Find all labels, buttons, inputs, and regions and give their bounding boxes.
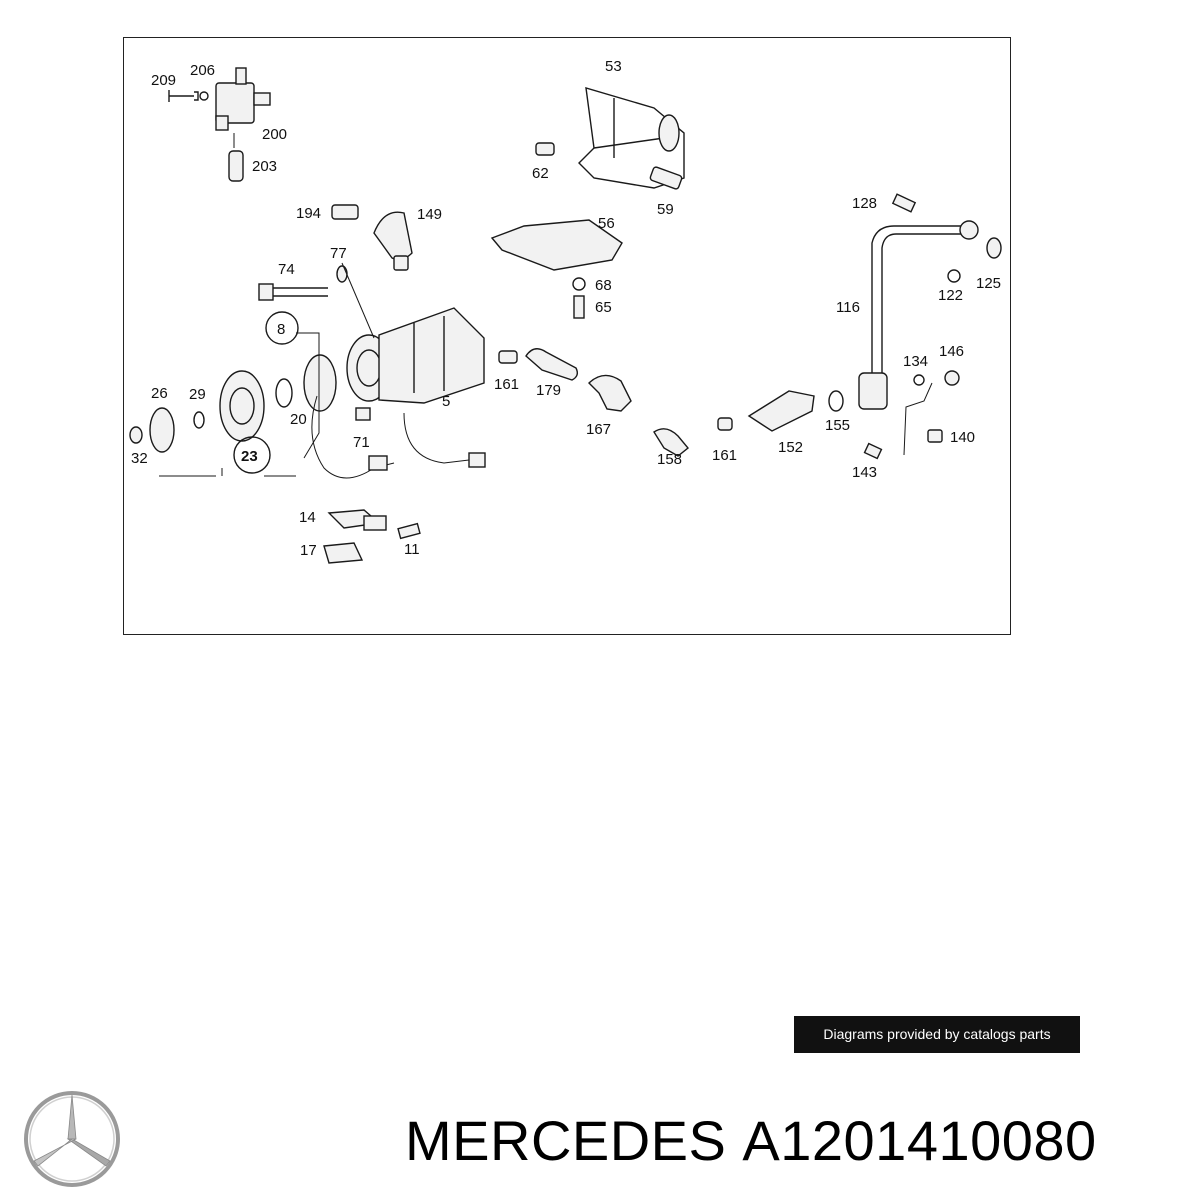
pipe-drawing: [858, 193, 1002, 410]
part-number: A1201410080: [742, 1109, 1097, 1172]
callout-158: 158: [657, 451, 682, 468]
diagram-credit-banner: Diagrams provided by catalogs parts: [794, 1016, 1080, 1053]
callout-179: 179: [536, 382, 561, 399]
plate-drawing: [490, 219, 623, 319]
callout-5: 5: [442, 393, 450, 410]
callout-206: 206: [190, 62, 215, 79]
callout-74: 74: [278, 261, 295, 278]
callout-29: 29: [189, 386, 206, 403]
callout-152: 152: [778, 439, 803, 456]
wiring-drawing: [311, 395, 486, 564]
callout-68: 68: [595, 277, 612, 294]
callout-59: 59: [657, 201, 674, 218]
callout-167: 167: [586, 421, 611, 438]
callout-125: 125: [976, 275, 1001, 292]
callout-56: 56: [598, 215, 615, 232]
bracket-drawing: [535, 87, 685, 190]
parts-diagram-frame: 209 206 200 203 53 62 59 194 149 56 68 6…: [123, 37, 1011, 635]
callout-143: 143: [852, 464, 877, 481]
callout-11: 11: [404, 541, 420, 558]
callout-161-a: 161: [494, 376, 519, 393]
callout-209: 209: [151, 72, 176, 89]
callout-71: 71: [353, 434, 370, 451]
valve-drawing: [168, 67, 271, 182]
callout-200: 200: [262, 126, 287, 143]
callout-77: 77: [330, 245, 347, 262]
callout-62: 62: [532, 165, 549, 182]
leader-lines: [159, 262, 375, 477]
callout-128: 128: [852, 195, 877, 212]
bolt-drawing: [258, 265, 348, 301]
callout-17: 17: [300, 542, 317, 559]
compressor-drawing: [346, 307, 485, 421]
pulley-drawing: [129, 354, 337, 453]
parts-diagram: 209 206 200 203 53 62 59 194 149 56 68 6…: [129, 58, 1002, 564]
callout-circle-23: [233, 436, 271, 474]
callout-155: 155: [825, 417, 850, 434]
brand-name: MERCEDES: [405, 1109, 727, 1172]
callout-194: 194: [296, 205, 321, 222]
callout-circle-8: [265, 311, 299, 345]
callout-26: 26: [151, 385, 168, 402]
callout-149: 149: [417, 206, 442, 223]
callout-8: 8: [277, 321, 285, 338]
clip-hose-drawing: [331, 204, 413, 271]
callout-161-b: 161: [712, 447, 737, 464]
mercedes-star-icon: [24, 1091, 120, 1187]
callout-146: 146: [939, 343, 964, 360]
callout-122: 122: [938, 287, 963, 304]
callout-23: 23: [241, 448, 258, 465]
callout-32: 32: [131, 450, 148, 467]
callout-20: 20: [290, 411, 307, 428]
callout-203: 203: [252, 158, 277, 175]
hose-line-drawing: [498, 348, 960, 460]
callout-53: 53: [605, 58, 622, 75]
callout-140: 140: [950, 429, 975, 446]
callout-65: 65: [595, 299, 612, 316]
callout-134: 134: [903, 353, 928, 370]
callout-14: 14: [299, 509, 316, 526]
callout-116: 116: [836, 299, 860, 316]
